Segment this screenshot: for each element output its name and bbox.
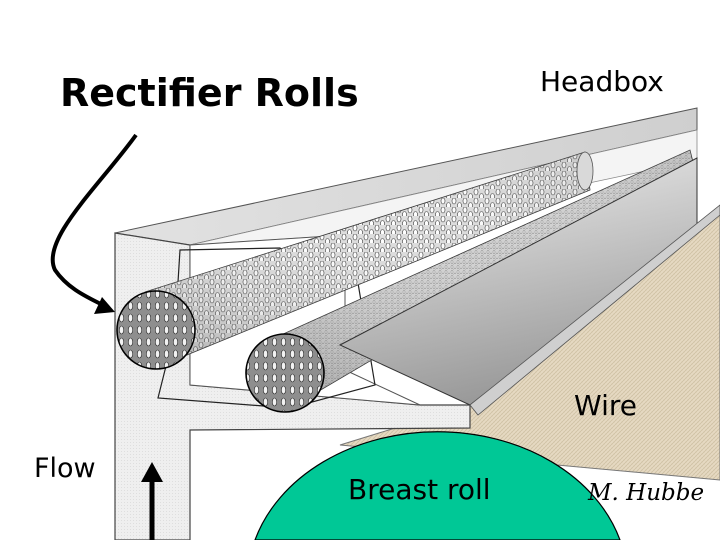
upper-roll-face <box>116 290 196 370</box>
author-credit: M. Hubbe <box>588 480 705 506</box>
flow-label: Flow <box>34 453 96 484</box>
breast-roll <box>254 431 621 540</box>
headbox-label: Headbox <box>540 65 664 98</box>
lower-roll-face <box>245 333 325 413</box>
rectifier-rolls-label: Rectifier Rolls <box>60 71 359 115</box>
rectifier-arrowhead <box>94 297 115 314</box>
apron-edge <box>469 204 720 416</box>
rectifier-arrow <box>50 133 138 310</box>
upper-roll-end <box>576 151 594 191</box>
upper-roll-shade <box>145 152 590 368</box>
breast-roll-label: Breast roll <box>348 473 491 506</box>
flow-arrowhead <box>141 462 163 482</box>
wire-label: Wire <box>574 389 637 422</box>
